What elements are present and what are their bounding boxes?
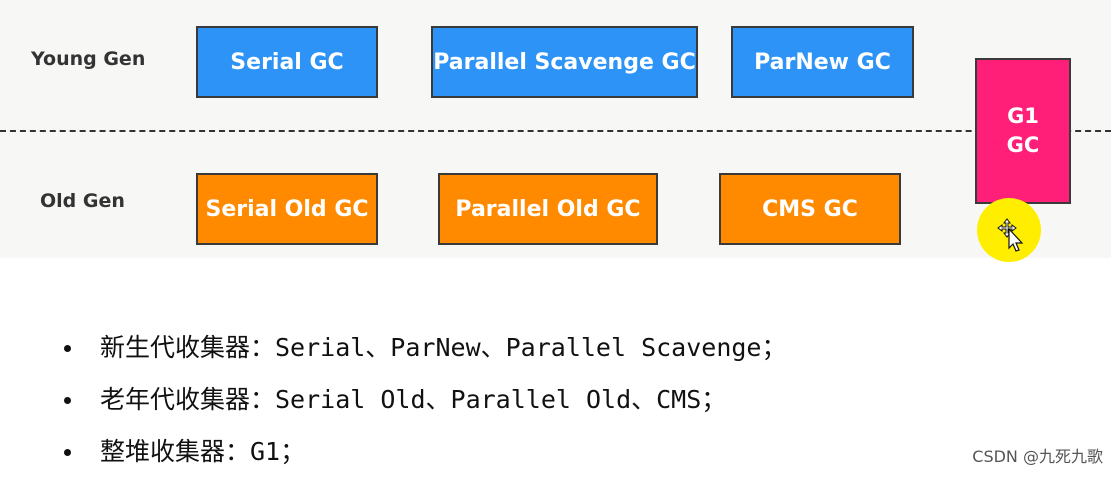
- old-collector-summary-text: 老年代收集器：Serial Old、Parallel Old、CMS；: [100, 385, 727, 414]
- collector-summary-list: 新生代收集器：Serial、ParNew、Parallel Scavenge； …: [60, 323, 787, 479]
- young-collector-summary-text: 新生代收集器：Serial、ParNew、Parallel Scavenge；: [100, 333, 787, 362]
- bullet-icon: [64, 397, 71, 404]
- young-gen-label: Young Gen: [31, 48, 146, 70]
- generation-divider: [0, 130, 1111, 132]
- move-cursor-icon: [997, 218, 1024, 252]
- serial-old-gc-box: Serial Old GC: [196, 173, 378, 245]
- bullet-icon: [64, 345, 71, 352]
- serial-gc-box: Serial GC: [196, 26, 378, 98]
- cms-gc-box: CMS GC: [719, 173, 901, 245]
- young-collector-summary: 新生代收集器：Serial、ParNew、Parallel Scavenge；: [60, 323, 787, 375]
- g1-gc-line2: GC: [1006, 133, 1040, 157]
- g1-gc-box: G1 GC: [975, 58, 1071, 204]
- parallel-scavenge-gc-box: Parallel Scavenge GC: [431, 26, 698, 98]
- old-gen-label: Old Gen: [40, 190, 125, 212]
- old-collector-summary: 老年代收集器：Serial Old、Parallel Old、CMS；: [60, 375, 787, 427]
- csdn-watermark: CSDN @九死九歌: [972, 447, 1103, 466]
- whole-heap-collector-summary: 整堆收集器：G1；: [60, 427, 787, 479]
- whole-heap-collector-summary-text: 整堆收集器：G1；: [100, 437, 306, 466]
- parnew-gc-box: ParNew GC: [731, 26, 914, 98]
- bullet-icon: [64, 449, 71, 456]
- parallel-old-gc-box: Parallel Old GC: [438, 173, 658, 245]
- gc-collectors-diagram: Young Gen Old Gen Serial GC Parallel Sca…: [0, 26, 1111, 262]
- g1-gc-line1: G1: [1007, 104, 1039, 128]
